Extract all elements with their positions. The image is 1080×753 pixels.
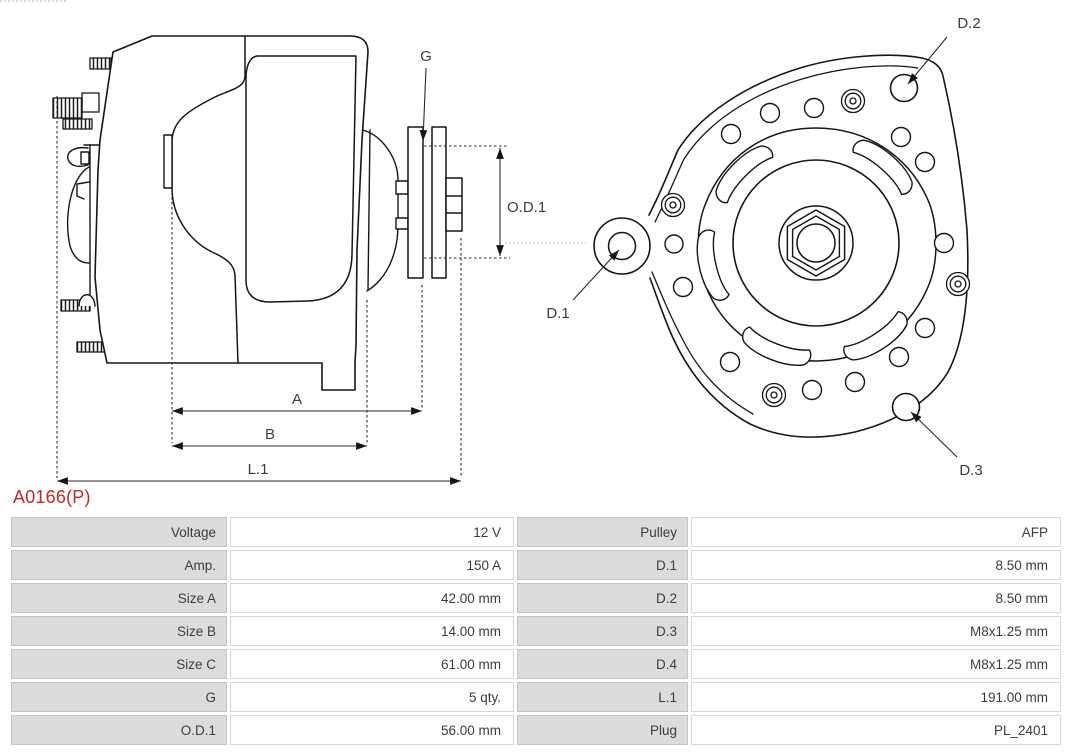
spec-label-cell: Plug: [517, 715, 688, 745]
watermark-remnant-dotted-line: [0, 0, 66, 2]
spec-label-cell: Amp.: [11, 550, 227, 580]
spec-label-cell: Size B: [11, 616, 227, 646]
dim-label-od1: O.D.1: [507, 199, 546, 216]
vent-holes: [664, 97, 955, 401]
spec-label-cell: D.3: [517, 616, 688, 646]
spec-label-cell: D.4: [517, 649, 688, 679]
part-number: A0166(P): [13, 487, 91, 507]
side-view-drawing: [52, 35, 463, 391]
spec-value-cell: 42.00 mm: [230, 583, 514, 613]
spec-label-cell: Size A: [11, 583, 227, 613]
spec-value-cell: 8.50 mm: [691, 583, 1061, 613]
spec-value-cell: 56.00 mm: [230, 715, 514, 745]
spec-value-cell: 61.00 mm: [230, 649, 514, 679]
spec-label-cell: D.2: [517, 583, 688, 613]
spec-value-cell: 150 A: [230, 550, 514, 580]
front-view-dimensions: [572, 36, 958, 458]
spec-value-cell: AFP: [691, 517, 1061, 547]
spec-label-cell: O.D.1: [11, 715, 227, 745]
hub: [362, 129, 409, 292]
dim-label-b: B: [265, 426, 275, 443]
front-view-dimension-labels: D.2 D.1 D.3: [546, 15, 982, 479]
spec-label-cell: Size C: [11, 649, 227, 679]
spec-value-cell: 12 V: [230, 517, 514, 547]
dim-label-d1: D.1: [546, 305, 569, 322]
pulley-front: [732, 159, 900, 327]
mounting-lug: [163, 134, 173, 189]
through-bolt-screws: [660, 88, 971, 408]
dim-label-a: A: [292, 391, 302, 408]
housing-rim-lines: [651, 65, 919, 415]
spec-label-cell: D.1: [517, 550, 688, 580]
alternator-technical-drawing: G O.D.1 A B L.1: [52, 15, 983, 485]
dim-label-g: G: [420, 48, 432, 65]
fan-vents: [696, 139, 913, 366]
spec-value-cell: 5 qty.: [230, 682, 514, 712]
spec-label-cell: Pulley: [517, 517, 688, 547]
rear-cover-details: [66, 144, 101, 307]
spec-value-cell: 191.00 mm: [691, 682, 1061, 712]
spec-label-cell: G: [11, 682, 227, 712]
housing-outline: [94, 35, 369, 391]
hole-d2: [889, 73, 919, 103]
side-view-dimension-labels: G O.D.1 A B L.1: [248, 48, 547, 478]
dim-label-l1: L.1: [248, 461, 269, 478]
spec-table: Voltage 12 V Pulley AFP Amp. 150 A D.1 8…: [11, 517, 1061, 745]
front-view-drawing: [593, 54, 971, 438]
spec-value-cell: 14.00 mm: [230, 616, 514, 646]
mounting-ear: [593, 217, 651, 275]
terminal-studs: [52, 57, 112, 353]
spec-value-cell: M8x1.25 mm: [691, 616, 1061, 646]
spec-value-cell: 8.50 mm: [691, 550, 1061, 580]
side-view-dimensions: [56, 67, 510, 485]
spec-label-cell: Voltage: [11, 517, 227, 547]
spec-label-cell: L.1: [517, 682, 688, 712]
stator-window: [245, 55, 357, 303]
dim-label-d2: D.2: [957, 15, 980, 32]
dim-label-d3: D.3: [959, 462, 982, 479]
spec-value-cell: M8x1.25 mm: [691, 649, 1061, 679]
pulley-side: [407, 126, 463, 279]
spec-value-cell: PL_2401: [691, 715, 1061, 745]
